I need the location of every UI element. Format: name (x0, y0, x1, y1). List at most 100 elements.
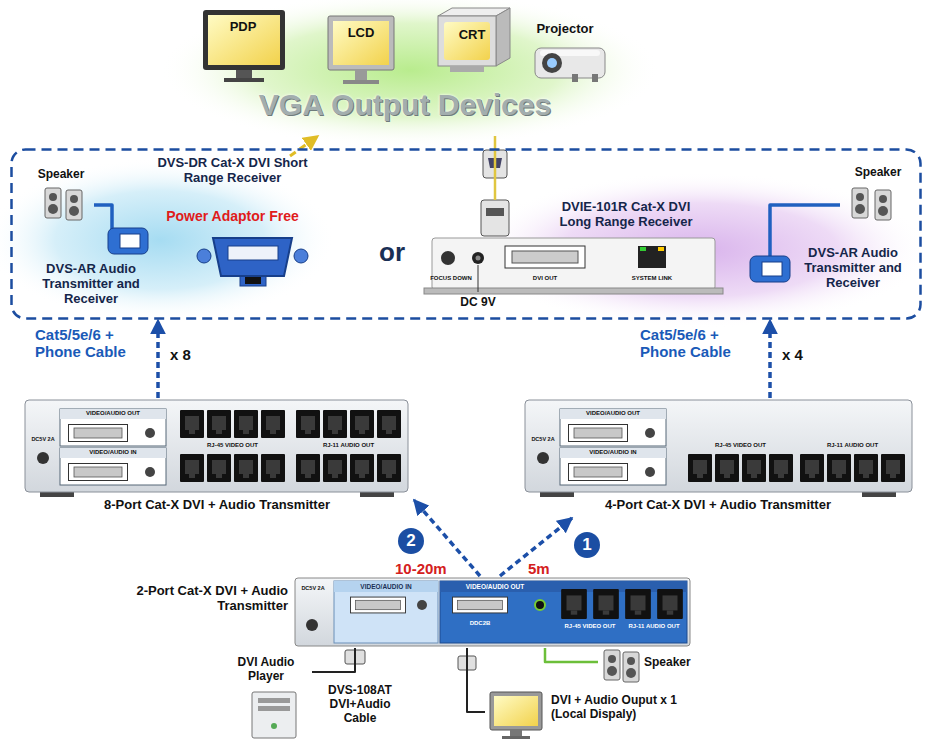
cat-cable-arrow (156, 320, 160, 398)
transmitter-panel (377, 410, 401, 438)
transmitter-panel (25, 400, 408, 492)
lcd-monitor-icon (328, 16, 394, 70)
device-label: Projector (530, 22, 600, 37)
transmitter-panel (261, 410, 285, 438)
output-device-group: PDPLCDCRTProjectorVGA Output Devices (195, 2, 617, 136)
transmitter-panel (569, 425, 628, 442)
short-range-receiver: DVS-DR Cat-X DVI Short Range ReceiverPow… (150, 156, 317, 290)
audio-adapter: DVS-AR Audio Transmitter and Receiver (735, 240, 917, 316)
transmitter-panel (827, 454, 851, 482)
port-label: DC5V 2A (297, 585, 329, 591)
long-range-receiver-box (505, 246, 585, 268)
cat-cable-arrow (768, 320, 772, 398)
device-label: LCD (341, 26, 381, 41)
power-label: DC 9V (458, 296, 498, 310)
long-range-receiver-box (658, 247, 664, 251)
transmitter-panel (261, 454, 285, 482)
transmitter-panel (296, 454, 320, 482)
port-label: RJ-45 VIDEO OUT (558, 623, 622, 630)
audio-adapter-icon (768, 240, 772, 258)
transmitter-panel (306, 619, 318, 631)
monitor-icon (490, 692, 542, 739)
transmitter-panel (234, 410, 258, 438)
transmitter-panel (540, 492, 574, 497)
transmitter-panel (334, 581, 438, 592)
distance-label: 10-20m (395, 560, 447, 577)
port-label: RJ-11 AUDIO OUT (296, 442, 401, 449)
port-label: VIDEO/AUDIO OUT (440, 583, 550, 590)
audio-adapter-icon (750, 240, 790, 282)
computer-tower-icon (258, 698, 290, 703)
transmitter-panel (537, 452, 549, 464)
transmitter-panel (862, 492, 896, 497)
dvi-receiver-icon (294, 249, 308, 263)
long-range-receiver-box (441, 251, 455, 265)
speaker-icon (852, 188, 868, 218)
speaker-icon (607, 666, 617, 676)
crt-monitor-icon (496, 8, 510, 66)
transmitter-panel (560, 409, 666, 446)
port-label: RJ-45 VIDEO OUT (180, 442, 285, 449)
projector-icon (547, 58, 557, 68)
speaker-icon (45, 188, 61, 218)
long-range-receiver-box (640, 247, 646, 251)
dvi-receiver-icon (228, 246, 278, 260)
transmitter-panel (323, 454, 347, 482)
transmitter-panel (360, 492, 394, 497)
cable-label: Cat5/5e/6 + Phone Cable (640, 326, 752, 361)
transmitter-panel (145, 467, 155, 477)
group-outline (10, 148, 922, 320)
transmitter-2-port: 2-Port Cat-X DVI + Audio Transmitter DC5V… (78, 576, 693, 648)
transmitter-panel (60, 448, 166, 458)
cable-count: x 8 (170, 346, 191, 363)
port-label: RJ-11 AUDIO OUT (622, 623, 686, 630)
transmitter-panel (323, 410, 347, 438)
monitor-icon (510, 730, 522, 736)
transmitter-panel (742, 454, 766, 482)
long-range-receiver-box (638, 246, 666, 268)
background-glow (0, 0, 930, 328)
transmitter-panel (769, 454, 793, 482)
crt-monitor-icon (438, 8, 510, 72)
speaker: Speaker (30, 168, 94, 222)
computer-tower-icon (252, 692, 296, 738)
cable-label: DVS-108AT DVI+Audio Cable (312, 684, 408, 725)
transmitter-panel (625, 589, 651, 619)
projector-icon (535, 48, 605, 82)
speaker: Speaker (840, 166, 918, 236)
transmitter-panel (561, 589, 587, 619)
transmitter-panel (180, 410, 204, 438)
transmitter-panel (657, 589, 683, 619)
transmitter-panel (688, 454, 712, 482)
speaker-icon (69, 206, 79, 216)
transmitter-panel (69, 464, 128, 481)
transmitter-panel (25, 400, 408, 497)
callout-number: 1 (574, 532, 600, 558)
product-label: 2-Port Cat-X DVI + Audio Transmitter (118, 584, 288, 614)
audio-adapter-icon (750, 256, 790, 282)
speaker-icon (70, 195, 78, 203)
distance-label: 5m (528, 560, 550, 577)
dvi-cable (312, 648, 355, 672)
transmitter-panel (40, 492, 74, 497)
monitor-icon (494, 696, 538, 726)
transmitter-panel (593, 589, 619, 619)
transmitter-panel (145, 428, 155, 438)
transmitter-panel (560, 409, 666, 419)
crt-monitor-icon (450, 66, 484, 72)
transmitter-4-port: 4-Port Cat-X DVI + Audio TransmitterDC5V… (522, 398, 916, 518)
transmitter-panel (800, 454, 824, 482)
cable-count: x 4 (782, 346, 803, 363)
transmitter-panel (350, 597, 405, 613)
dvi-receiver-icon (245, 277, 261, 284)
speaker-icon (623, 652, 639, 682)
speaker-icon (627, 657, 635, 665)
transmitter-panel (207, 454, 231, 482)
transmitter-panel (295, 578, 690, 646)
vga-cable (494, 136, 497, 200)
speaker-icon (66, 190, 82, 220)
cable-label: Cat5/5e/6 + Phone Cable (35, 326, 147, 361)
monitor-icon (502, 736, 530, 739)
device-label: PDP (223, 20, 263, 35)
port-label: RJ-45 VIDEO OUT (688, 442, 793, 449)
